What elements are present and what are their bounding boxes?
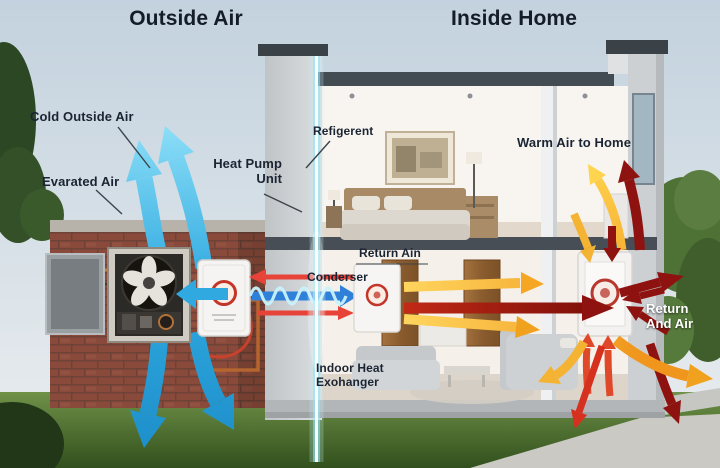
title-outside-air: Outside Air <box>129 7 243 30</box>
roof <box>318 72 614 86</box>
cold-air-small-arrow <box>176 279 196 309</box>
label-indoor-heat-exchanger: Indoor Heat Exohanger <box>316 361 384 390</box>
warm-air-channel-arrows <box>588 160 645 251</box>
trees-left <box>0 42 64 243</box>
floor-slab <box>265 237 657 250</box>
label-warm-air-to-home: Warm Air to Home <box>517 135 632 150</box>
bedroom-furniture <box>326 131 498 240</box>
walkway <box>470 414 720 468</box>
label-refigerent: Refigerent <box>313 124 374 138</box>
electrical-panel <box>45 253 105 335</box>
title-inside-home: Inside Home <box>451 7 577 30</box>
label-cold-outside-air: Cold Outside Air <box>30 109 134 124</box>
label-evarated-air: Evarated Air <box>42 174 120 189</box>
nightstand <box>326 206 342 228</box>
coffee-table <box>444 366 490 375</box>
label-heat-pump-unit: Heat Pump Unit <box>213 156 282 187</box>
label-conderser: Conderser <box>307 270 368 284</box>
outdoor-fan-unit <box>107 247 191 343</box>
bush <box>0 402 64 468</box>
cold-air-small-arrow-stem <box>196 288 228 300</box>
coil-icon <box>158 314 174 330</box>
floor-lamp <box>466 152 482 164</box>
wall-unit-burst-arrows <box>538 212 713 429</box>
refrigerant-line-glow <box>307 56 326 462</box>
leader-lines <box>95 126 428 265</box>
refrigerant-exchange-arrows <box>248 269 358 320</box>
window <box>632 93 655 185</box>
warm-air-arrows <box>403 272 614 338</box>
label-return-and-air: Return And Air <box>646 301 694 332</box>
label-return-ain: Return Ain <box>359 246 421 260</box>
house <box>258 40 668 420</box>
